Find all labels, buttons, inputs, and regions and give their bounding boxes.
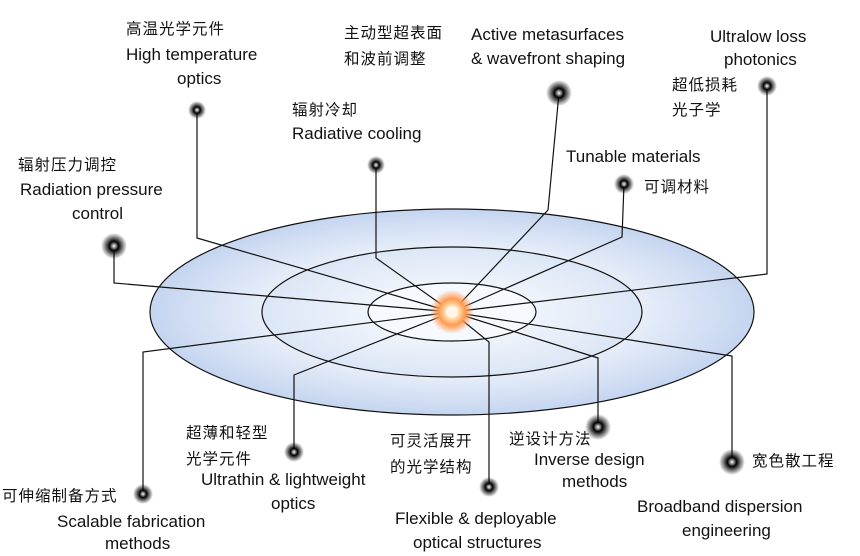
node-id (585, 414, 611, 440)
node-tm (614, 174, 634, 194)
label-id-en-1: Inverse design (534, 450, 645, 469)
label-id-zh: 逆设计方法 (509, 430, 592, 448)
label-ut-zh-1: 超薄和轻型 (186, 424, 269, 442)
label-tm-zh: 可调材料 (644, 178, 711, 196)
label-ul-zh-2: 光子学 (672, 101, 722, 119)
label-am-en-2: & wavefront shaping (471, 49, 626, 68)
label-rp-en-2: control (72, 204, 124, 223)
label-ut-zh-2: 光学元件 (186, 450, 253, 468)
node-rp (101, 233, 127, 259)
connector-tm (451, 183, 625, 313)
node-hto (188, 101, 206, 119)
connector-hto (196, 110, 453, 313)
label-rc-zh: 辐射冷却 (292, 101, 359, 119)
node-bd (719, 449, 745, 475)
label-sf-zh: 可伸缩制备方式 (2, 487, 118, 505)
label-bd-zh: 宽色散工程 (752, 452, 835, 470)
label-am-en-1: Active metasurfaces (471, 25, 625, 44)
label-am-zh-1: 主动型超表面 (344, 24, 444, 42)
label-ut-en-2: optics (271, 494, 316, 513)
label-am-zh-2: 和波前调整 (344, 50, 427, 68)
connector-sf (142, 311, 453, 494)
label-fd-zh-2: 的光学结构 (390, 458, 473, 476)
connector-rc (375, 165, 453, 313)
label-rc-en: Radiative cooling (292, 124, 422, 143)
node-fd (479, 477, 499, 497)
label-rp-zh: 辐射压力调控 (18, 156, 118, 174)
label-ul-en-1: Ultralow loss (710, 27, 807, 46)
connector-am (451, 92, 560, 313)
label-hto-zh: 高温光学元件 (126, 20, 226, 38)
label-sf-en-1: Scalable fabrication (57, 512, 206, 531)
label-id-en-2: methods (562, 472, 628, 491)
connector-ul (451, 86, 768, 313)
node-am (546, 80, 572, 106)
label-fd-en-2: optical structures (413, 533, 542, 552)
label-rp-en-1: Radiation pressure (20, 180, 163, 199)
node-ut (284, 442, 304, 462)
label-hto-en-2: optics (177, 69, 222, 88)
label-ul-zh-1: 超低损耗 (672, 76, 739, 94)
connector-ut (293, 311, 453, 452)
node-sf (133, 484, 153, 504)
label-tm-en: Tunable materials (566, 147, 701, 166)
label-fd-zh-1: 可灵活展开 (390, 432, 473, 450)
node-ul (757, 76, 777, 96)
connector-id (451, 311, 599, 427)
label-hto-en-1: High temperature (126, 45, 258, 64)
label-bd-en-1: Broadband dispersion (637, 497, 803, 516)
label-ul-en-2: photonics (724, 50, 797, 69)
label-sf-en-2: methods (105, 534, 171, 553)
connector-bd (451, 311, 733, 462)
label-fd-en-1: Flexible & deployable (395, 509, 557, 528)
node-rc (367, 156, 385, 174)
label-bd-en-2: engineering (682, 521, 771, 540)
label-ut-en-1: Ultrathin & lightweight (201, 470, 366, 489)
center-core-highlight (446, 306, 458, 318)
